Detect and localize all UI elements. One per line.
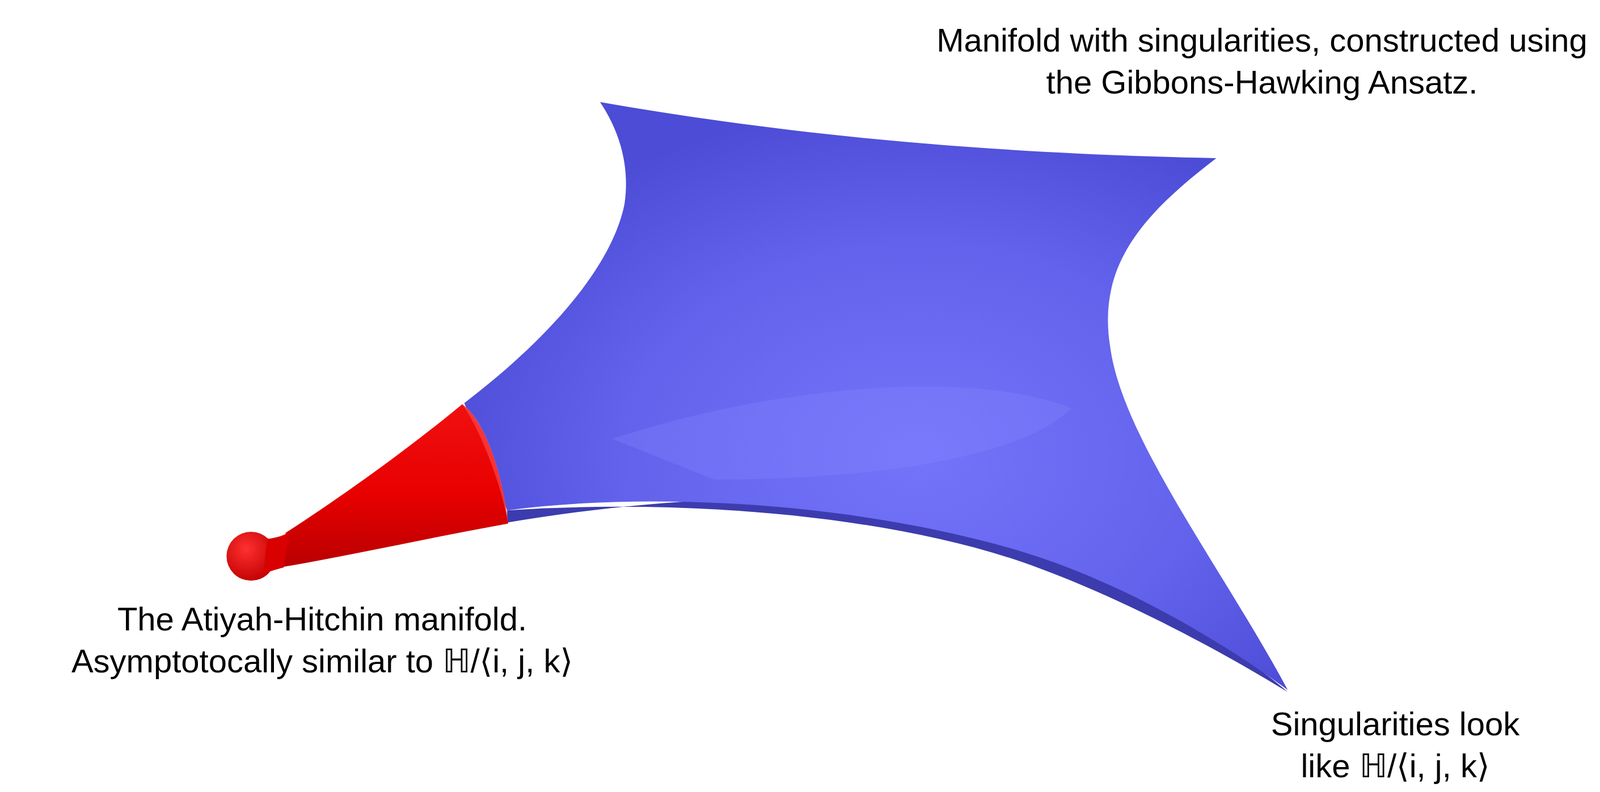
cone-end-face bbox=[462, 404, 509, 525]
surface-caption: Manifold with singularities, constructed… bbox=[927, 19, 1597, 104]
gibbons-hawking-surface bbox=[464, 102, 1289, 691]
surface-highlight bbox=[611, 386, 1072, 480]
cone-neck bbox=[263, 532, 290, 574]
atiyah-hitchin-cone bbox=[279, 404, 509, 568]
singularity-caption: Singularities look like ℍ/⟨i, j, k⟩ bbox=[1242, 703, 1549, 788]
atiyah-hitchin-caption: The Atiyah-Hitchin manifold. Asymptotoca… bbox=[21, 598, 623, 683]
